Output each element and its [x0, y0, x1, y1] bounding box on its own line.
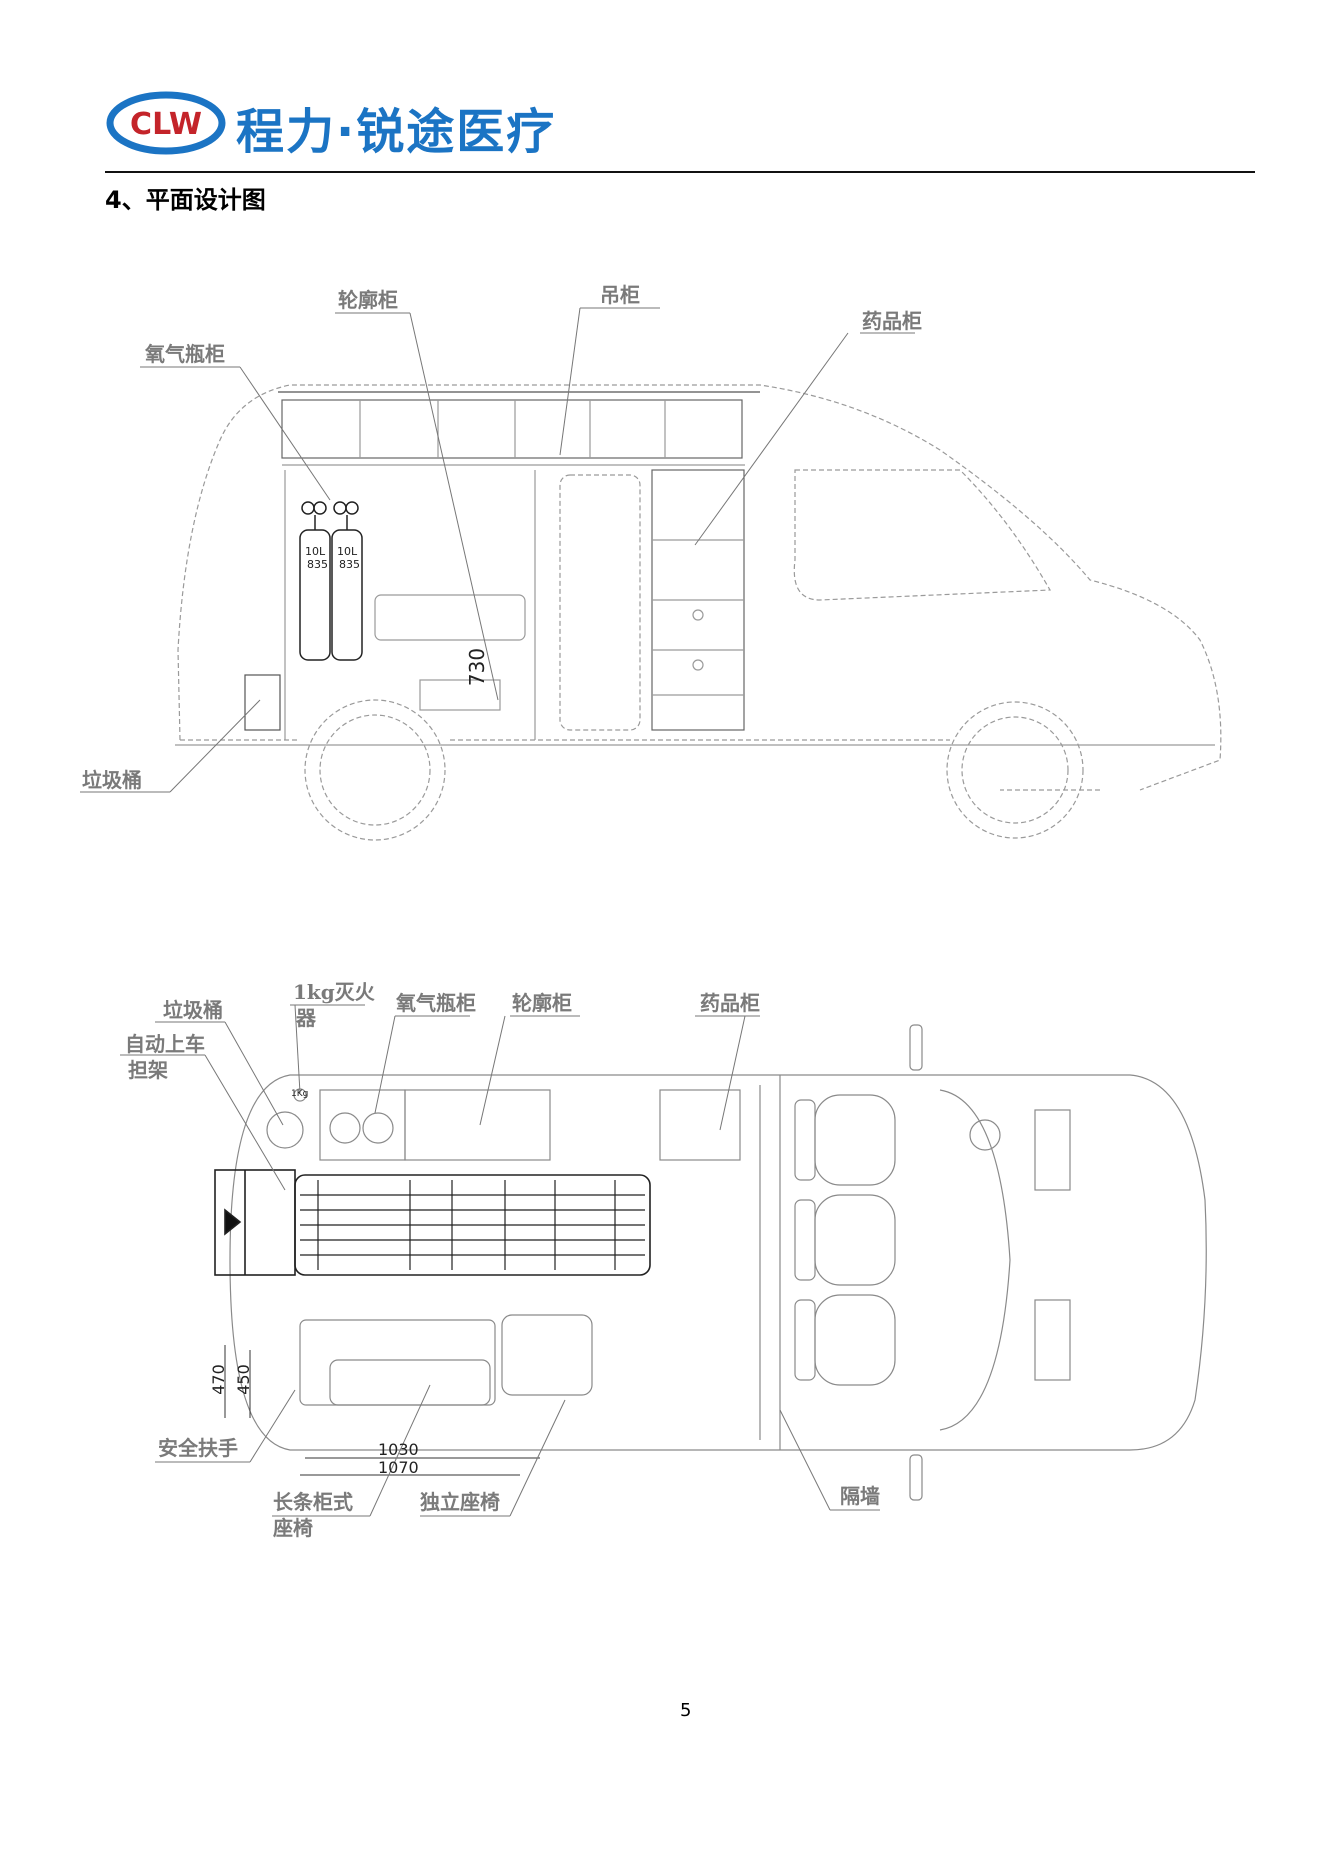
- label-outline-cabinet-top: 轮廓柜: [512, 991, 572, 1015]
- dimension-470: 470: [208, 1364, 228, 1395]
- cylinder-code: 835: [339, 558, 360, 571]
- label-trash-bin: 垃圾桶: [82, 768, 142, 792]
- dimension-450: 450: [233, 1364, 253, 1395]
- label-hanging-cabinet: 吊柜: [600, 283, 640, 307]
- label-oxygen-cabinet: 氧气瓶柜: [145, 342, 225, 366]
- extinguisher-tag: 1Kg: [291, 1089, 309, 1099]
- label-oxygen-cabinet-top: 氧气瓶柜: [396, 991, 476, 1015]
- side-view-drawing: [80, 307, 1222, 841]
- company-name: 程力·锐途医疗: [236, 104, 557, 160]
- label-stretcher-line2: 担架: [128, 1058, 168, 1082]
- svg-text:CLW: CLW: [130, 107, 202, 142]
- label-medicine-cabinet-top: 药品柜: [700, 991, 760, 1015]
- label-trash-bin-top: 垃圾桶: [163, 998, 223, 1022]
- label-stretcher-line1: 自动上车: [125, 1032, 205, 1056]
- label-single-seat: 独立座椅: [420, 1490, 500, 1514]
- cylinder-capacity: 10L: [337, 545, 358, 558]
- dimension-1030: 1030: [378, 1440, 419, 1459]
- header-divider: [105, 171, 1255, 173]
- label-outline-cabinet: 轮廓柜: [338, 288, 398, 312]
- section-title: 4、平面设计图: [105, 186, 266, 214]
- dimension-1070: 1070: [378, 1458, 419, 1477]
- label-partition: 隔墙: [840, 1484, 880, 1508]
- page-number: 5: [680, 1700, 692, 1721]
- cylinder-capacity: 10L: [305, 545, 326, 558]
- label-bench-line1: 长条柜式: [273, 1490, 353, 1514]
- label-extinguisher-line1: 1kg灭火: [293, 980, 375, 1004]
- cylinder-code: 835: [307, 558, 328, 571]
- label-extinguisher-line2: 器: [296, 1006, 316, 1030]
- label-handrail: 安全扶手: [158, 1436, 238, 1460]
- top-view-drawing: [120, 1004, 1207, 1517]
- label-medicine-cabinet: 药品柜: [862, 309, 922, 333]
- label-bench-line2: 座椅: [273, 1516, 313, 1540]
- logo-mark: CLW: [106, 91, 226, 155]
